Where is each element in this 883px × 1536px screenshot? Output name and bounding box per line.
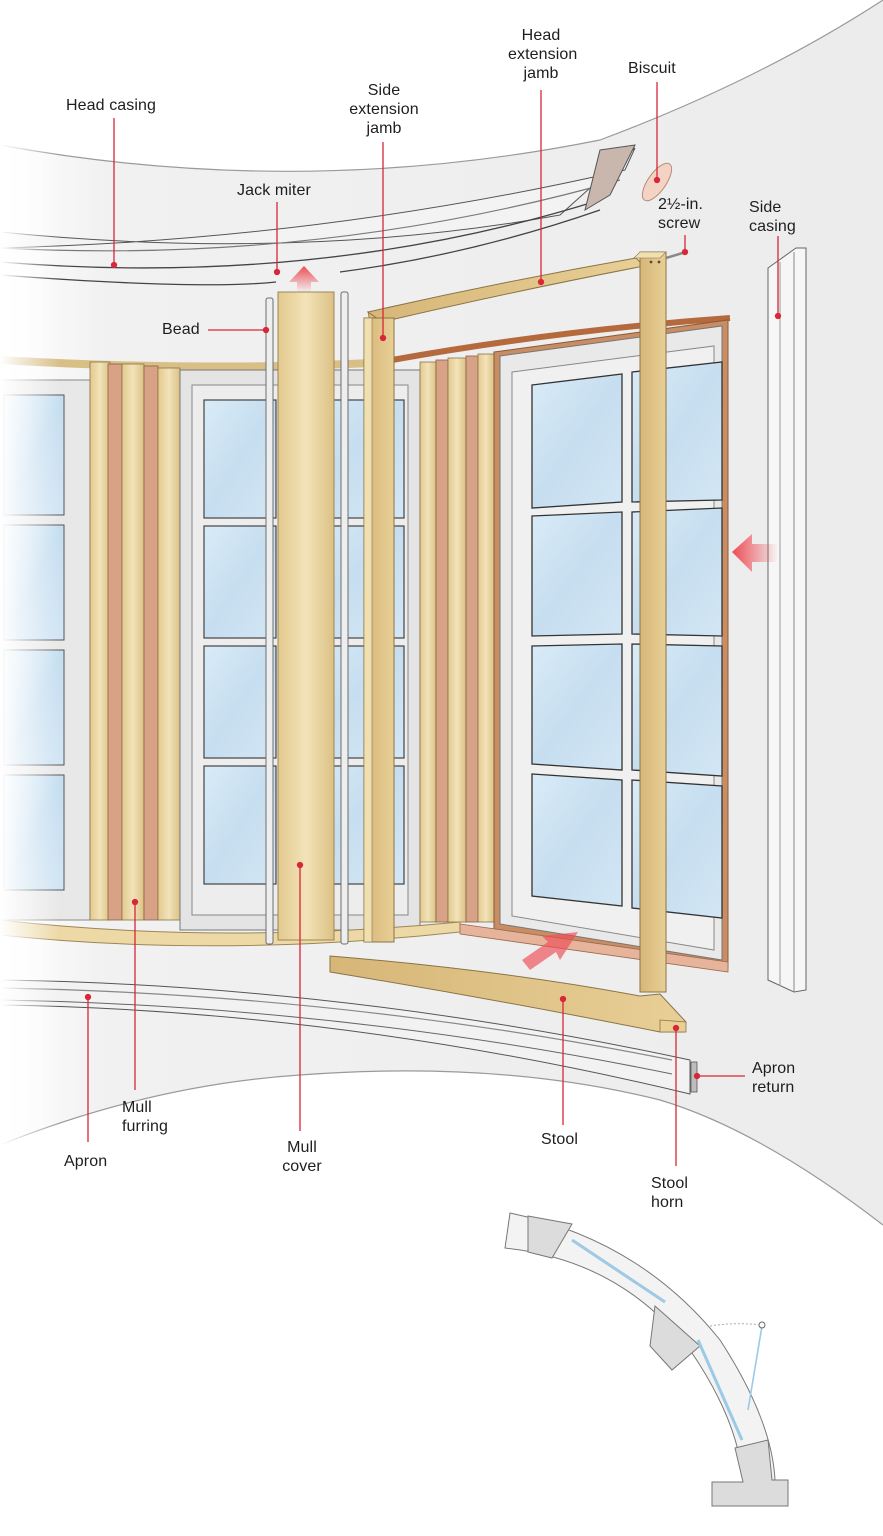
mull-furring-stack (89, 361, 181, 921)
leader-lines (84, 82, 782, 1166)
label-jack-miter: Jack miter (237, 182, 311, 199)
label-side-extension-jamb: Side extension jamb (349, 82, 419, 137)
label-bead: Bead (162, 321, 200, 338)
plan-section-inset (504, 1212, 789, 1507)
install-direction-arrow-diagonal (522, 932, 578, 970)
right-window (493, 319, 729, 969)
side-casing (767, 247, 807, 993)
label-screw: 2½-in. screw (658, 196, 704, 232)
label-stool-horn: Stool horn (651, 1175, 688, 1211)
right-mull-furring (419, 353, 495, 923)
label-apron-return: Apron return (752, 1060, 796, 1096)
label-biscuit: Biscuit (628, 60, 676, 77)
install-direction-arrow-up (289, 266, 319, 292)
side-extension-jamb-right (633, 250, 687, 993)
apron (0, 979, 691, 1095)
label-mull-cover: Mull cover (282, 1139, 322, 1175)
label-stool: Stool (541, 1131, 578, 1148)
install-direction-arrow-left (732, 534, 778, 572)
label-head-extension-jamb: Head extension jamb (508, 27, 578, 82)
label-mull-furring: Mull furring (122, 1099, 169, 1135)
bead-right (340, 291, 349, 945)
label-side-casing: Side casing (749, 199, 796, 235)
label-head-casing: Head casing (66, 97, 157, 114)
label-apron: Apron (64, 1153, 108, 1170)
head-casing (0, 144, 636, 286)
stool (329, 955, 687, 1033)
bead-left (265, 297, 274, 945)
mull-cover (277, 291, 335, 941)
